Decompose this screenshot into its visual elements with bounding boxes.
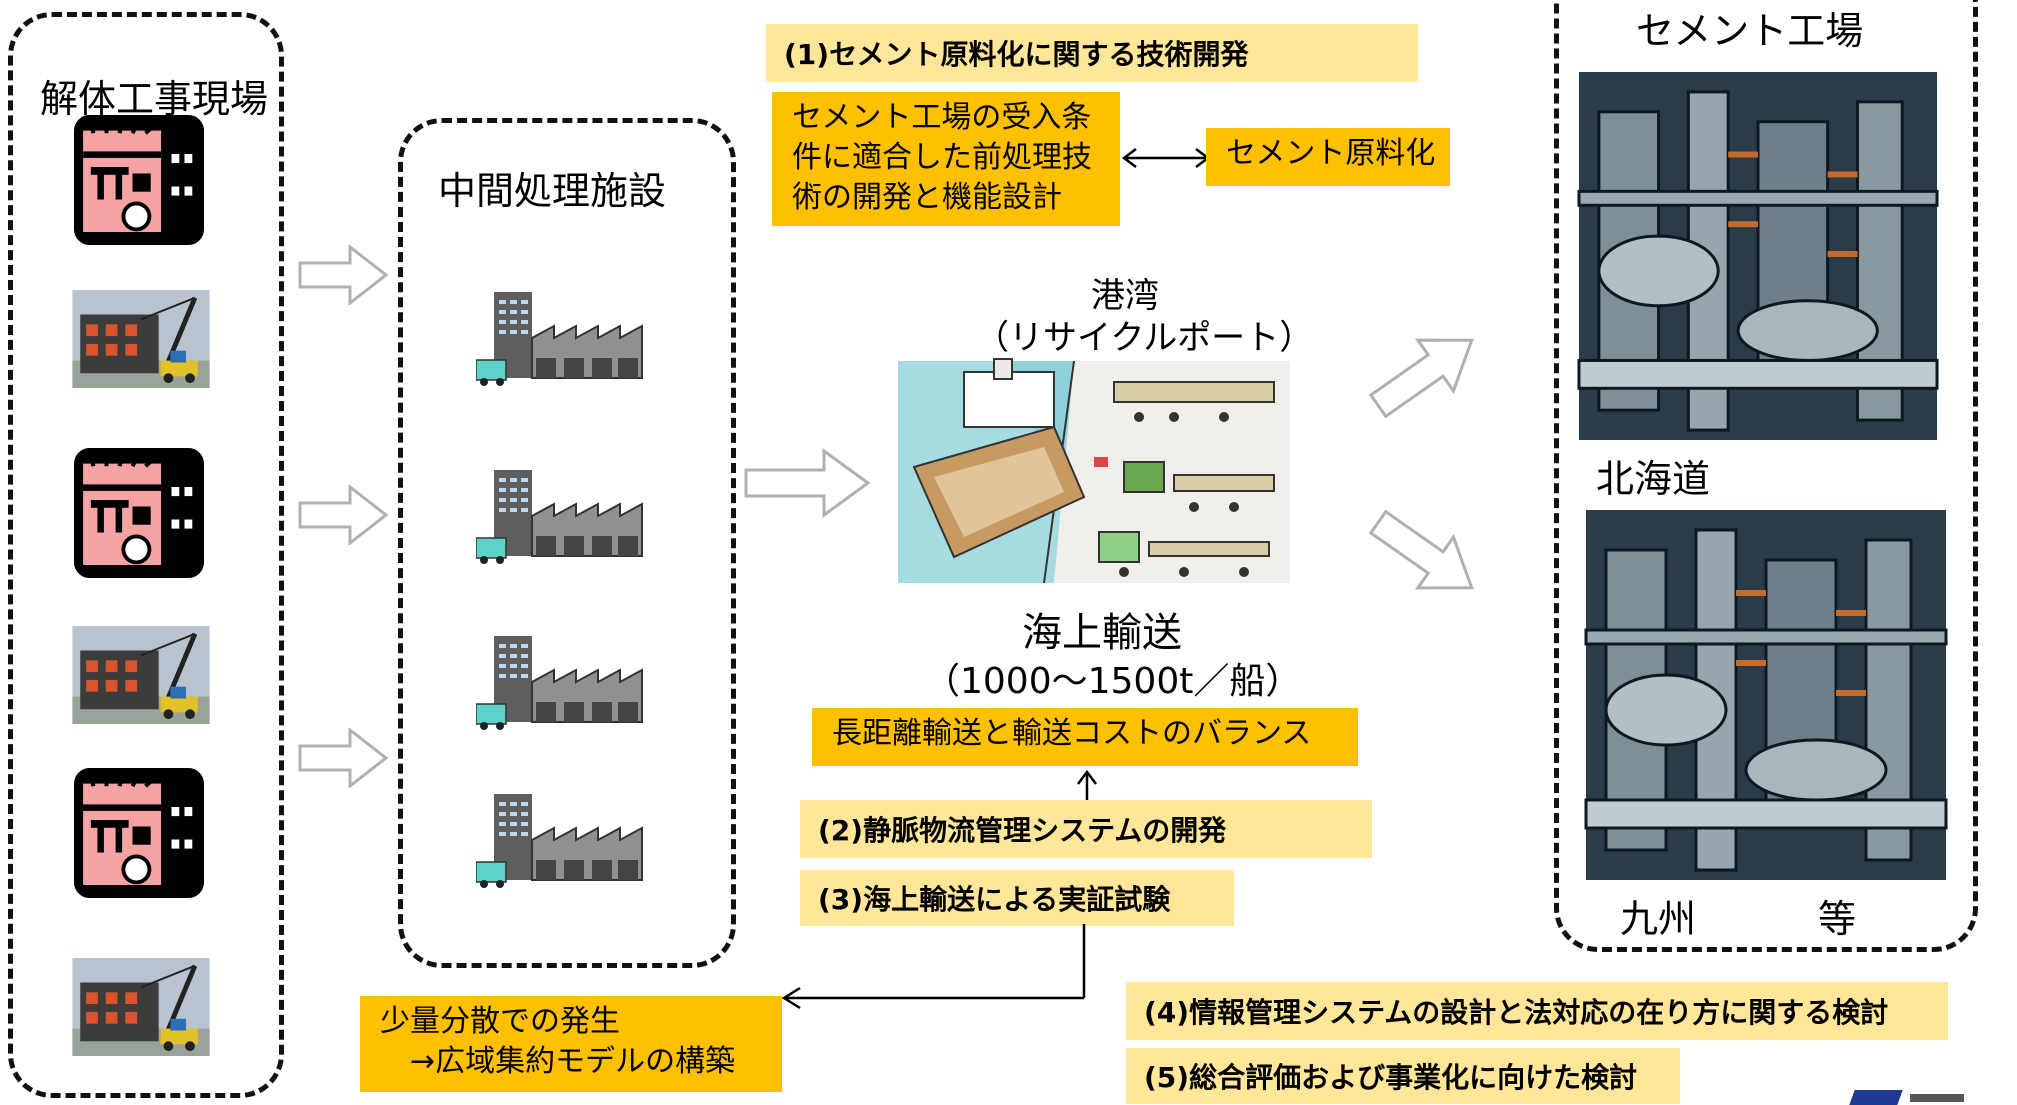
cement-plant-label: セメント工場 [1636, 9, 1864, 53]
task-5-label: (5)総合評価および事業化に向けた検討 [1126, 1048, 1680, 1104]
port-title: 港湾 [1091, 276, 1159, 316]
pretreatment-line: セメント工場の受入条 [792, 100, 1092, 135]
task-4-label: (4)情報管理システムの設計と法対応の在り方に関する検討 [1126, 982, 1948, 1040]
demolition-site-label: 解体工事現場 [40, 77, 269, 121]
flow-arrow [298, 728, 389, 788]
cement-plant-photo [1577, 72, 1939, 440]
plant-location-hokkaido: 北海道 [1596, 457, 1711, 501]
small-dispersed-box: 少量分散での発生 →広域集約モデルの構築 [360, 996, 782, 1092]
company-logo-mark [1910, 1094, 1964, 1102]
factory-icon [476, 793, 643, 889]
flow-arrow [1368, 338, 1474, 419]
cement-plant-photo [1584, 510, 1948, 880]
factory-icon [476, 635, 643, 731]
plant-location-kyushu: 九州 [1620, 897, 1697, 941]
pretreatment-line: 術の開発と機能設計 [792, 180, 1062, 215]
long-distance-box: 長距離輸送と輸送コストのバランス [812, 708, 1358, 766]
task-1-label: (1)セメント原料化に関する技術開発 [766, 24, 1418, 82]
flow-arrow [298, 485, 389, 545]
factory-icon [476, 469, 643, 565]
flow-arrow [1368, 509, 1474, 590]
sea-transport-label: 海上輸送 [1022, 610, 1182, 656]
pretreatment-line: 件に適合した前処理技 [792, 140, 1092, 175]
flow-arrow [744, 448, 871, 518]
port-subtitle: （リサイクルポート） [975, 318, 1314, 358]
up-arrow [1077, 769, 1097, 802]
cement-plant-group [1554, 0, 1978, 952]
cement-raw-material-box: セメント原料化 [1206, 128, 1450, 186]
task-3-label: (3)海上輸送による実証試験 [800, 870, 1234, 926]
demolition-building-icon [70, 448, 208, 578]
demolition-building-icon [70, 768, 208, 898]
pretreatment-box: セメント工場の受入条 件に適合した前処理技 術の開発と機能設計 [772, 92, 1120, 226]
intermediate-facility-label: 中間処理施設 [438, 169, 667, 213]
task-2-label: (2)静脈物流管理システムの開発 [800, 800, 1372, 858]
ship-capacity-label: （1000〜1500t／船） [924, 661, 1302, 702]
plant-location-etc: 等 [1818, 897, 1857, 941]
connector-line [781, 924, 1086, 1010]
crane-demolition-photo [72, 958, 210, 1056]
double-arrow [1121, 148, 1211, 168]
recycle-port-illustration [894, 355, 1294, 589]
company-logo [1849, 1090, 1903, 1105]
flow-arrow [298, 245, 389, 305]
crane-demolition-photo [72, 626, 210, 724]
small-dispersed-line: 少量分散での発生 [380, 1004, 620, 1039]
demolition-building-icon [70, 115, 208, 245]
demolition-site-group [8, 12, 284, 1098]
small-dispersed-line: →広域集約モデルの構築 [380, 1044, 736, 1079]
intermediate-facility-group [398, 118, 736, 968]
